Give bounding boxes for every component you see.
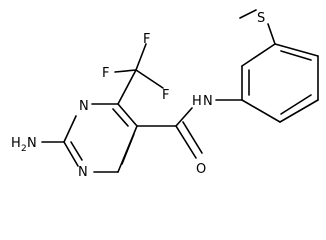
bond-carbonyl-o-1: [175, 125, 197, 159]
bond-benz-6: [241, 43, 276, 67]
amino-label: H 2 N: [11, 136, 37, 154]
bond-pyr-1: [117, 103, 138, 127]
bond-benz-3: [279, 99, 319, 123]
molecule-structure: S F F F N N H 2 N H N O: [11, 9, 319, 180]
bond-ring-cf3: [117, 69, 137, 105]
bond-benz-double-b: [280, 94, 312, 115]
atom-fluorine-left: F: [102, 66, 109, 81]
bond-pyr-4: [63, 141, 79, 167]
bond-pyr-double-c: [121, 133, 135, 165]
amide-nh-label: H N: [192, 94, 213, 109]
atom-nitrogen-ring-top: N: [79, 99, 89, 114]
bond-carbonyl-o-2: [182, 121, 203, 154]
amide-nitrogen: N: [203, 94, 213, 109]
bond-pyr-3: [63, 115, 77, 143]
atom-fluorine-right: F: [162, 88, 169, 103]
trifluoromethyl-group: [114, 43, 164, 105]
bond-benz-4: [241, 99, 281, 123]
atom-fluorine-top: F: [143, 32, 150, 47]
bond-cf3-f-top: [135, 43, 147, 71]
atom-nitrogen-ring-bottom: N: [78, 165, 88, 180]
amino-subscript: 2: [21, 144, 27, 154]
bond-benz-1: [274, 43, 319, 57]
bond-pyr-double-b: [70, 141, 83, 161]
pyrimidine-ring: [63, 103, 138, 173]
amide-group: [136, 107, 203, 159]
bond-cf3-f-right: [135, 69, 164, 89]
amino-nitrogen: N: [27, 136, 37, 151]
methylthio-group: [239, 9, 276, 45]
bond-cf3-f-left: [114, 69, 137, 73]
atom-sulfur: S: [257, 11, 265, 26]
amino-hydrogen: H: [11, 136, 21, 151]
bond-methyl-s: [239, 9, 257, 19]
benzene-ring: [241, 43, 319, 123]
bond-s-ring: [267, 23, 276, 45]
bond-nh-carbonyl: [175, 107, 193, 127]
bond-benz-double-a: [280, 50, 312, 61]
amide-hydrogen: H: [192, 94, 202, 109]
bond-pyr-double-a: [112, 108, 129, 127]
atom-carbonyl-oxygen: O: [196, 162, 206, 177]
